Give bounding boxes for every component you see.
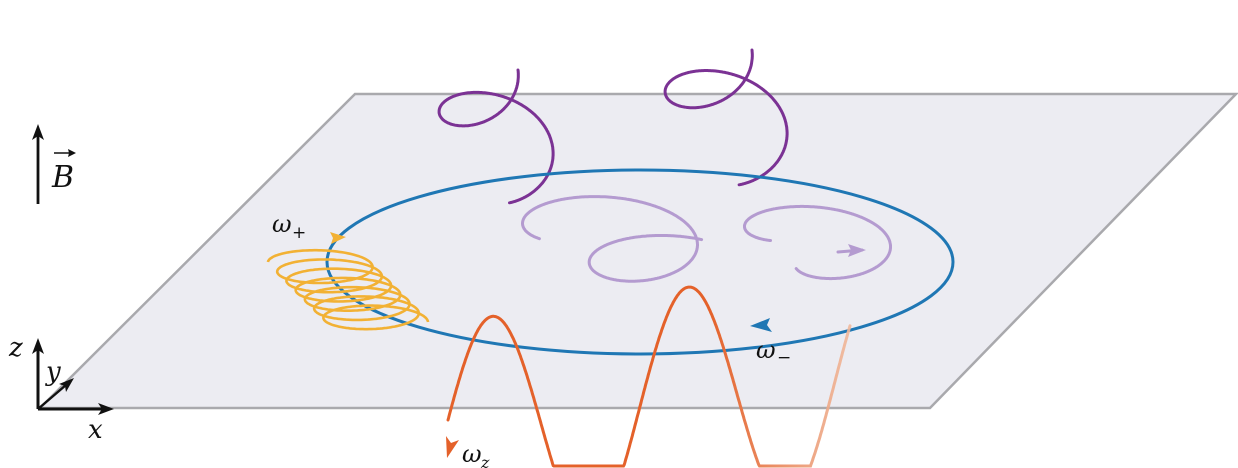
magnetic-field-arrow — [32, 124, 44, 204]
axis-y-label: y — [45, 357, 61, 387]
svg-text:−: − — [777, 348, 791, 368]
axial-oscillation — [446, 285, 852, 468]
svg-text:ω: ω — [756, 336, 776, 364]
coordinate-axes — [32, 338, 114, 415]
magnetron-trajectory-lower — [521, 195, 892, 283]
cyclotron-direction-arrowhead — [750, 318, 772, 332]
cyclotron-orbit — [325, 168, 955, 356]
helix-arrowhead — [330, 232, 346, 244]
omega-plus-label: ω + — [272, 210, 306, 243]
magnetron-arrowhead — [848, 244, 866, 257]
axis-z-label: z — [8, 333, 23, 363]
svg-text:ω: ω — [462, 440, 482, 468]
omega-minus-label: ω − — [756, 336, 791, 368]
svg-text:+: + — [292, 223, 306, 243]
field-label: B — [51, 160, 74, 195]
modified-cyclotron-helix — [266, 232, 430, 331]
axis-x-label: x — [88, 415, 103, 445]
vector-arrow-over-b — [54, 149, 76, 157]
svg-text:ω: ω — [272, 210, 292, 238]
axial-arrowhead — [446, 436, 459, 458]
magnetron-trajectory-upper — [437, 48, 789, 205]
trap-plane — [36, 92, 1238, 410]
svg-text:z: z — [480, 453, 490, 468]
omega-z-label: ω z — [462, 440, 490, 468]
